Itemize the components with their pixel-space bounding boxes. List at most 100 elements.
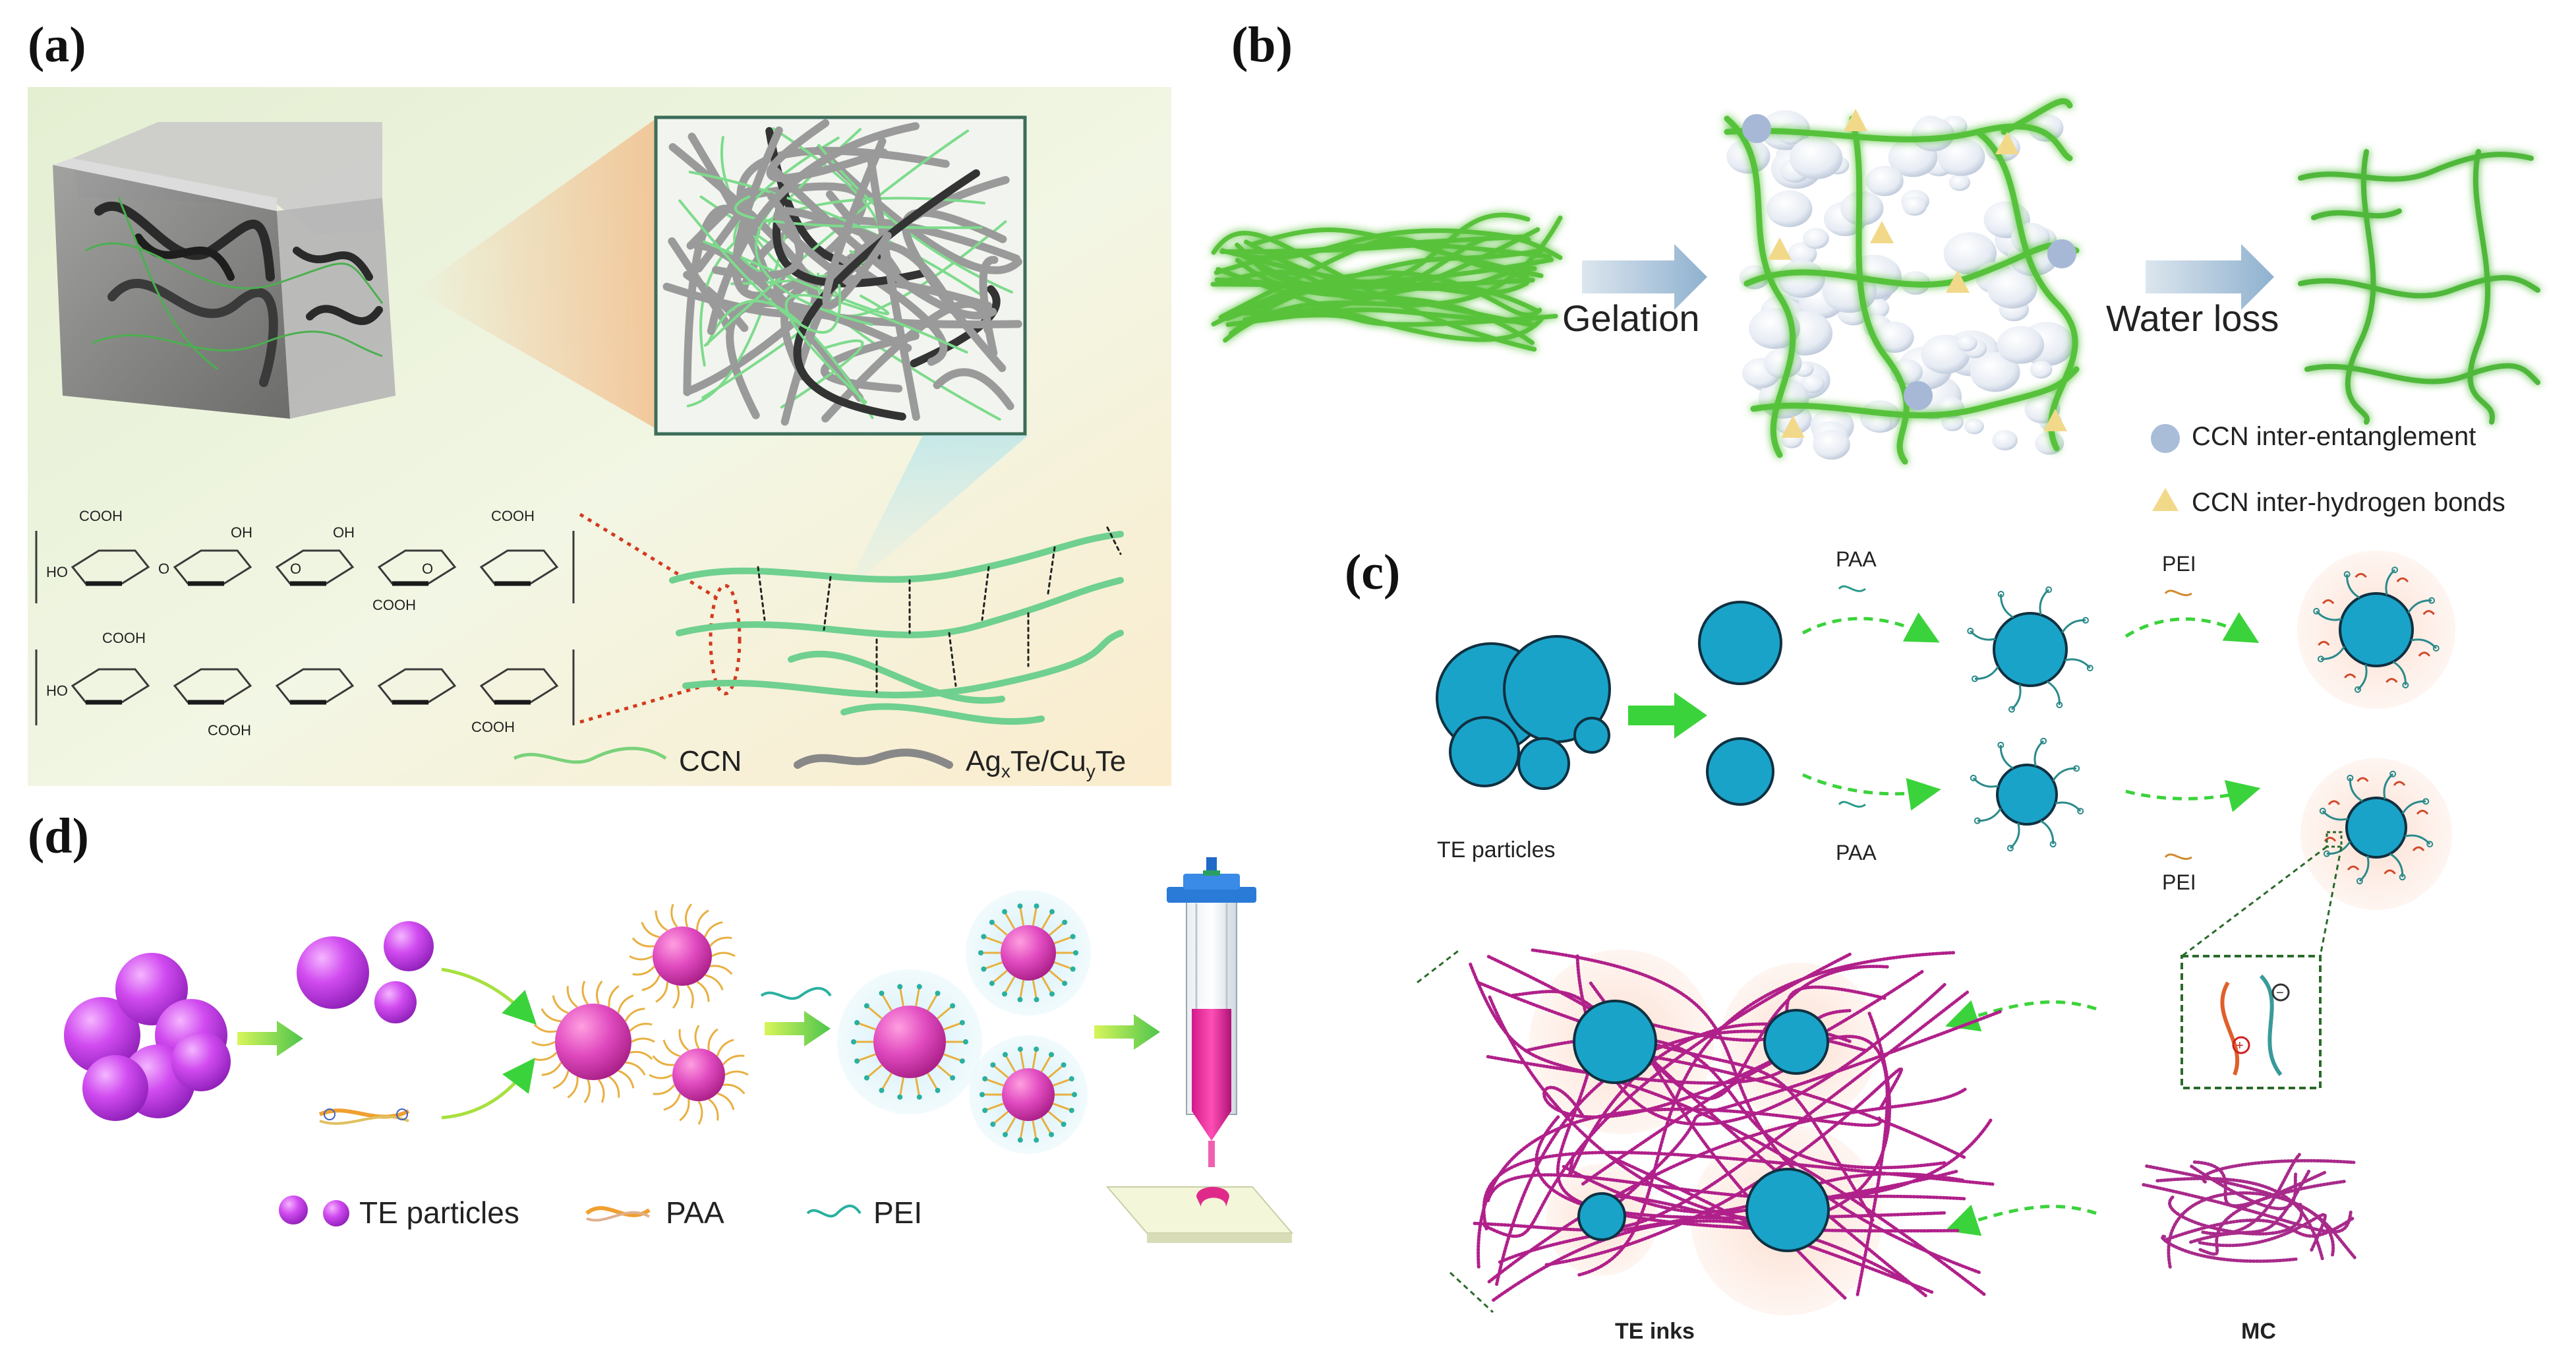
inset-fiber — [780, 241, 958, 426]
svg-text:+: + — [2236, 1039, 2244, 1053]
panel-b-label: (b) — [1231, 17, 1293, 73]
pei-label-top: PEI — [2162, 552, 2196, 576]
water-bubble — [1813, 429, 1850, 460]
polymer-chain — [1498, 1169, 1959, 1264]
polymer-chain — [1544, 1067, 1904, 1267]
polymer-chain — [2201, 1159, 2356, 1184]
water-bubble — [1788, 242, 1817, 266]
inset-fiber — [766, 119, 888, 182]
oh-label: OH — [231, 524, 252, 541]
water-bubble — [2030, 361, 2053, 379]
inset-fiber — [712, 192, 804, 280]
polymer-chain — [1482, 952, 1852, 1238]
cellulose-structure — [35, 531, 575, 725]
zoom-inset — [654, 115, 1027, 436]
inset-fiber — [815, 145, 1022, 274]
inset-fiber — [720, 136, 1001, 421]
te-inks-label: TE inks — [1615, 1319, 1695, 1344]
polymer-chain — [2160, 1234, 2298, 1263]
polymer-chain — [1577, 951, 1956, 1277]
ionic-interaction-zoom: + − — [2181, 831, 2343, 1089]
ccn-fiber — [1220, 228, 1531, 260]
cooh-label: COOH — [102, 630, 146, 646]
inset-fiber — [793, 169, 980, 421]
water-loss-label: Water loss — [2106, 297, 2279, 339]
hydrogen-bond-point — [1870, 221, 1894, 243]
water-bubble — [1943, 232, 1997, 275]
printing-syringe — [1105, 857, 1294, 1243]
water-bubble — [1778, 260, 1825, 298]
hydrogen-bond-point — [1995, 132, 2019, 154]
svg-text:−: − — [2276, 986, 2284, 1000]
te-inks — [1417, 948, 2002, 1316]
hbond-legend-label: CCN inter-hydrogen bonds — [2192, 488, 2505, 517]
pei-label-bottom: PEI — [2162, 870, 2196, 894]
panel-a-artwork — [28, 87, 1171, 786]
paa-legend-label: PAA — [666, 1195, 724, 1230]
inset-fiber — [933, 368, 1014, 410]
entanglement-point — [1742, 114, 1771, 143]
water-bubble — [1948, 173, 1971, 191]
mc-label: MC — [2241, 1319, 2276, 1344]
panel-a-label: (a) — [28, 17, 86, 73]
ccn-chains — [669, 526, 1124, 725]
cooh-label: COOH — [491, 508, 535, 524]
inset-fiber — [686, 227, 788, 408]
water-bubble — [1970, 351, 2020, 392]
agte-legend-swatch — [794, 748, 953, 769]
ccn-fiber — [1215, 267, 1545, 342]
cooh-label: COOH — [471, 719, 515, 735]
inset-fiber — [688, 170, 985, 298]
water-loss-arrow — [2146, 244, 2274, 310]
gelation-label: Gelation — [1562, 297, 1700, 339]
dried-network — [2298, 149, 2540, 425]
water-bubble — [1956, 334, 1977, 351]
water-bubble — [1803, 227, 1829, 249]
water-bubble — [1987, 268, 2037, 309]
ccn-legend-swatch — [513, 746, 667, 764]
polymer-chain — [2167, 1191, 2335, 1269]
inset-fiber — [707, 122, 920, 335]
te-particles-label: TE particles — [1437, 837, 1556, 862]
mc-chains — [2142, 1153, 2356, 1269]
hydrogel-network — [1724, 98, 2080, 465]
te-particle-cluster — [1436, 635, 1611, 790]
cooh-label: COOH — [372, 597, 416, 613]
ccn-fiber — [1241, 253, 1539, 313]
hydrogen-bond-zoom — [579, 512, 742, 724]
hydrogen-bond-point — [2043, 409, 2067, 431]
aggregated-te-particles — [64, 953, 231, 1121]
inset-fiber — [678, 199, 842, 334]
polymer-chain — [2198, 1213, 2327, 1252]
polymer-chain — [2189, 1169, 2311, 1244]
paa-label-top: PAA — [1836, 547, 1877, 571]
inset-fiber — [821, 332, 920, 393]
ho-label: HO — [46, 682, 68, 699]
polymer-chain — [1608, 1010, 2002, 1212]
cooh-label: COOH — [208, 722, 251, 739]
agte-legend-label: AgxTe/CuyTe — [966, 745, 1127, 781]
inset-fiber — [867, 158, 920, 421]
o-label: O — [290, 560, 302, 577]
cooh-label: COOH — [79, 508, 123, 524]
te-particles-legend-label: TE particles — [359, 1195, 519, 1230]
water-bubble — [1964, 418, 1984, 435]
water-bubble — [1912, 117, 1954, 152]
water-bubble — [1789, 136, 1843, 179]
inset-fiber — [784, 293, 968, 404]
ccn-legend-label: CCN — [679, 745, 742, 777]
water-bubble — [1763, 348, 1802, 378]
polymer-chain — [1575, 954, 1947, 1126]
polymer-chain — [1581, 1035, 1889, 1296]
panel-c-artwork: + − — [1417, 551, 2455, 1316]
panel-b-artwork — [1210, 98, 2540, 511]
inset-fiber — [771, 167, 997, 320]
panel-c-label: (c) — [1345, 545, 1401, 600]
panel-d-artwork — [64, 857, 1294, 1243]
ho-label: HO — [46, 564, 68, 580]
ccn-fiber — [1243, 212, 1531, 285]
inset-fiber — [703, 240, 890, 315]
process-arrows — [1801, 612, 2261, 1236]
panel-d-label: (d) — [28, 808, 89, 864]
hydrogen-bond-point — [1844, 109, 1867, 131]
